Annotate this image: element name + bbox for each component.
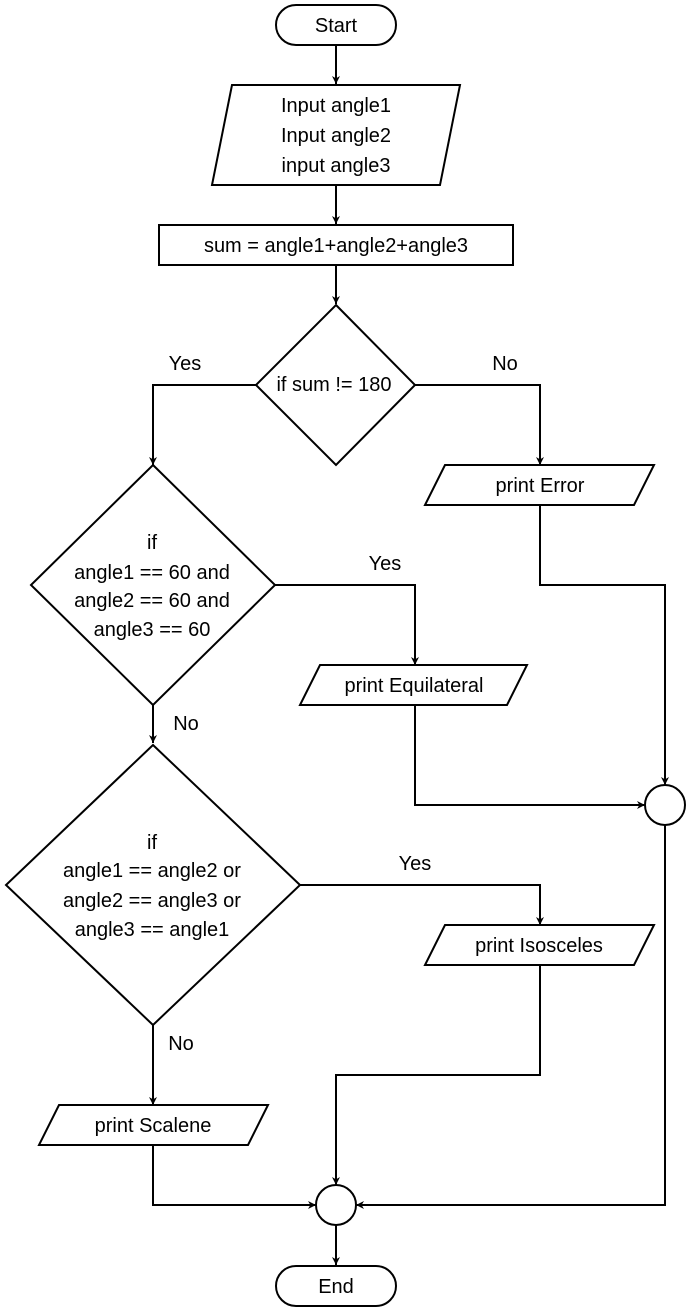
check-equilateral-line: angle2 == 60 and	[74, 590, 230, 612]
print-error-node: print Error	[423, 464, 656, 506]
check-isosceles-diamond-shape	[4, 743, 302, 1027]
label-equilateral-no: No	[173, 713, 199, 735]
edge-equilateral-yes	[275, 584, 419, 665]
edge-labels: Yes No Yes No Yes No	[168, 353, 518, 1055]
print-scalene-label: print Scalene	[95, 1115, 212, 1137]
end-terminator-shape	[275, 1265, 397, 1307]
input-parallelogram-shape	[210, 84, 462, 186]
check-equilateral-line: angle3 == 60	[94, 619, 211, 641]
input-node: Input angle1 Input angle2 input angle3	[210, 84, 462, 186]
start-label: Start	[315, 15, 358, 37]
start-terminator-shape	[275, 4, 397, 46]
input-line: Input angle2	[281, 125, 391, 147]
edge-isosceles-to-end-merge	[332, 965, 541, 1185]
print-scalene-node: print Scalene	[37, 1104, 270, 1146]
merge-connector-bottom-shape	[315, 1184, 357, 1226]
label-sum-yes: Yes	[169, 353, 202, 375]
input-line: input angle3	[282, 155, 391, 177]
check-equilateral-diamond-shape	[29, 463, 277, 707]
edge-merge-to-end-merge	[356, 825, 666, 1209]
edge-check-sum-no	[414, 384, 544, 465]
edge-error-to-merge	[539, 505, 669, 785]
merge-connector-right	[644, 784, 686, 826]
merge-connector-bottom	[315, 1184, 357, 1226]
print-scalene-shape	[37, 1104, 270, 1146]
label-sum-no: No	[492, 353, 518, 375]
check-equilateral-line: if	[147, 532, 157, 554]
check-isosceles-line: angle2 == angle3 or	[63, 890, 241, 912]
edge-equilateral-to-merge	[414, 705, 645, 809]
check-sum-label: if sum != 180	[276, 374, 391, 396]
check-equilateral-decision: if angle1 == 60 and angle2 == 60 and ang…	[29, 463, 277, 707]
input-line: Input angle1	[281, 95, 391, 117]
sum-process-shape	[158, 224, 514, 266]
print-isosceles-shape	[423, 924, 656, 966]
start-node: Start	[275, 4, 397, 46]
check-isosceles-decision: if angle1 == angle2 or angle2 == angle3 …	[4, 743, 302, 1027]
check-isosceles-line: angle1 == angle2 or	[63, 860, 241, 882]
check-sum-diamond-shape	[254, 303, 417, 467]
print-equilateral-label: print Equilateral	[345, 675, 484, 697]
label-isosceles-no: No	[168, 1033, 194, 1055]
print-equilateral-shape	[298, 664, 529, 706]
print-error-label: print Error	[496, 475, 585, 497]
edge-isosceles-yes	[300, 884, 544, 925]
label-isosceles-yes: Yes	[399, 853, 432, 875]
print-isosceles-label: print Isosceles	[475, 935, 603, 957]
edge-scalene-to-end-merge	[152, 1145, 316, 1209]
end-node: End	[275, 1265, 397, 1307]
sum-process-label: sum = angle1+angle2+angle3	[204, 235, 468, 257]
sum-process-node: sum = angle1+angle2+angle3	[158, 224, 514, 266]
check-sum-decision: if sum != 180	[254, 303, 417, 467]
check-isosceles-line: angle3 == angle1	[75, 919, 230, 941]
print-isosceles-node: print Isosceles	[423, 924, 656, 966]
print-error-shape	[423, 464, 656, 506]
edge-check-sum-yes	[149, 384, 256, 465]
check-isosceles-line: if	[147, 832, 157, 854]
edges	[149, 45, 669, 1265]
label-equilateral-yes: Yes	[369, 553, 402, 575]
print-equilateral-node: print Equilateral	[298, 664, 529, 706]
end-label: End	[318, 1276, 354, 1298]
check-equilateral-line: angle1 == 60 and	[74, 562, 230, 584]
merge-connector-right-shape	[644, 784, 686, 826]
